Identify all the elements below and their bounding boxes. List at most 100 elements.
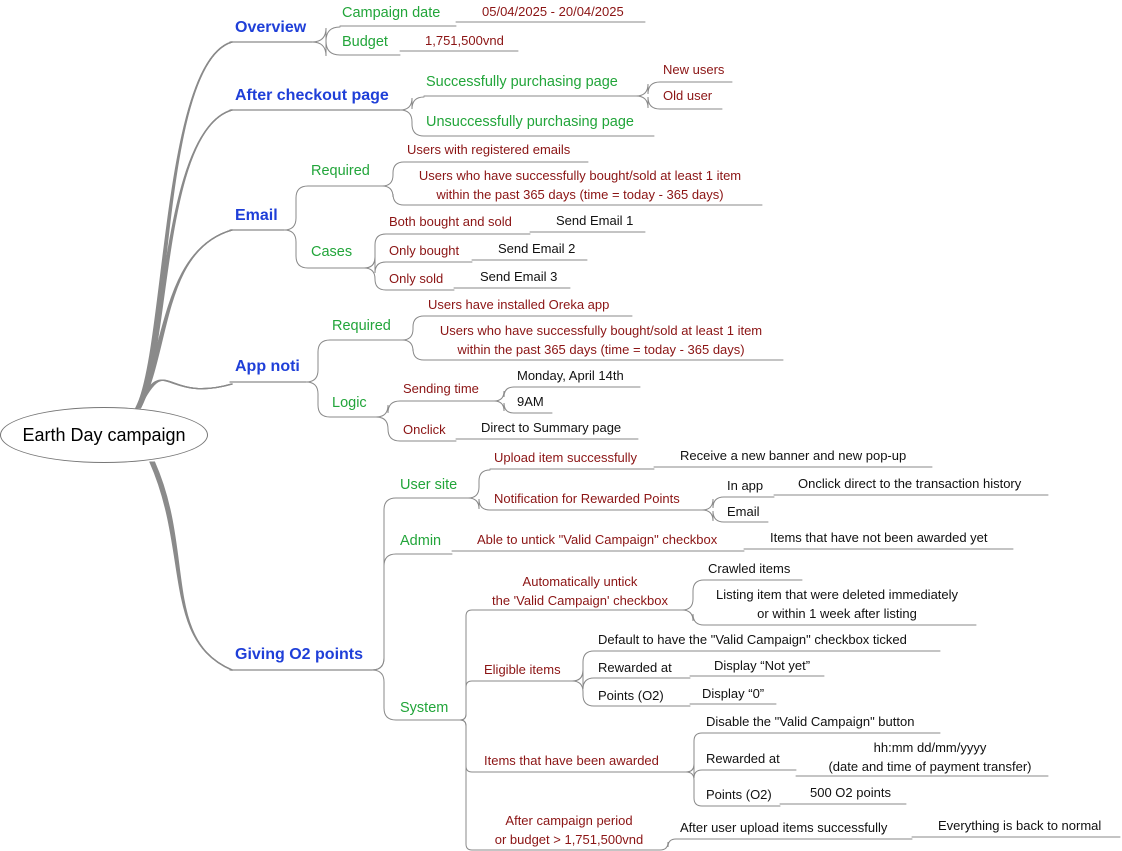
connector — [283, 185, 309, 231]
back-to-normal-node: Everything is back to normal — [938, 818, 1102, 833]
connector — [305, 339, 331, 383]
sending-time-node: Sending time — [403, 381, 479, 396]
email-req-registered: Users with registered emails — [407, 142, 571, 157]
connector — [681, 579, 705, 611]
connector — [571, 680, 595, 707]
connector — [381, 185, 405, 206]
send-email-2: Send Email 2 — [498, 241, 576, 256]
connector — [375, 400, 401, 418]
connector — [701, 496, 725, 511]
connector — [467, 497, 491, 511]
connector — [635, 95, 661, 110]
eligible-items-node: Eligible items — [484, 662, 561, 677]
connector — [363, 267, 387, 291]
budget-value: 1,751,500vnd — [425, 33, 504, 48]
connector — [681, 609, 705, 626]
trunk-line — [139, 229, 233, 409]
connector — [685, 771, 703, 807]
connector — [371, 553, 397, 671]
awarded-rewarded-at: Rewarded at — [706, 751, 780, 766]
send-email-3: Send Email 3 — [480, 269, 558, 284]
banner-node: Receive a new banner and new pop-up — [680, 448, 907, 463]
eligible-rewarded-at: Rewarded at — [598, 660, 672, 675]
success-page-node[interactable]: Successfully purchasing page — [426, 74, 618, 90]
connector — [375, 416, 401, 442]
notif-email-node: Email — [727, 504, 760, 519]
connector — [283, 229, 309, 269]
display-zero: Display “0” — [702, 686, 765, 701]
logic-node[interactable]: Logic — [332, 395, 367, 411]
unsuccess-page-node[interactable]: Unsuccessfully purchasing page — [426, 114, 634, 130]
connector — [305, 381, 331, 418]
campaign-date-value: 05/04/2025 - 20/04/2025 — [482, 4, 624, 19]
case-only-bought: Only bought — [389, 243, 460, 258]
campaign-date-node[interactable]: Campaign date — [342, 5, 441, 21]
crawled-items-node: Crawled items — [708, 561, 791, 576]
app-required-node[interactable]: Required — [332, 318, 391, 334]
email-required-node[interactable]: Required — [311, 163, 370, 179]
connector — [401, 339, 425, 361]
send-email-1: Send Email 1 — [556, 213, 634, 228]
case-only-sold: Only sold — [389, 271, 444, 286]
connector — [659, 838, 677, 851]
connector — [493, 386, 515, 402]
connector — [399, 96, 425, 111]
connector — [701, 509, 725, 523]
onclick-transaction-node: Onclick direct to the transaction histor… — [798, 476, 1022, 491]
connector — [467, 469, 491, 499]
connector — [311, 26, 341, 43]
connector — [363, 256, 387, 274]
trunk-line — [138, 229, 233, 409]
trunk-line — [135, 41, 233, 409]
connector — [571, 669, 595, 690]
disable-button-node: Disable the "Valid Campaign" button — [706, 714, 915, 729]
budget-node[interactable]: Budget — [342, 34, 388, 50]
connector — [459, 680, 473, 721]
connector — [371, 669, 397, 721]
display-not-yet: Display “Not yet” — [714, 658, 811, 673]
deleted-items-node: Listing item that were deleted immediate… — [715, 587, 959, 621]
branch-giving-o2[interactable]: Giving O2 points — [235, 646, 364, 663]
new-users-node: New users — [663, 62, 725, 77]
connector — [459, 719, 473, 851]
trunk-line — [137, 229, 233, 409]
send-time-value: 9AM — [517, 394, 544, 409]
connector — [401, 315, 425, 341]
after-upload-node: After user upload items successfully — [680, 820, 888, 835]
connector — [381, 161, 405, 187]
system-node[interactable]: System — [400, 700, 449, 716]
untick-node: Able to untick "Valid Campaign" checkbox — [477, 532, 718, 547]
email-cases-node[interactable]: Cases — [311, 244, 353, 260]
awarded-items-node: Items that have been awarded — [484, 753, 659, 768]
user-site-node[interactable]: User site — [400, 477, 458, 493]
default-ticked-node: Default to have the "Valid Campaign" che… — [598, 632, 907, 647]
eligible-points: Points (O2) — [598, 688, 664, 703]
in-app-node: In app — [727, 478, 764, 493]
connector — [635, 81, 661, 97]
onclick-node: Onclick — [403, 422, 446, 437]
connector — [311, 40, 341, 57]
branch-app-noti[interactable]: App noti — [235, 358, 300, 375]
admin-node[interactable]: Admin — [400, 533, 442, 549]
branch-after-checkout[interactable]: After checkout page — [235, 87, 389, 104]
email-req-bought-sold: Users who have successfully bought/sold … — [418, 168, 742, 202]
case-both: Both bought and sold — [389, 214, 512, 229]
old-user-node: Old user — [663, 88, 713, 103]
root-node[interactable]: Earth Day campaign — [0, 407, 208, 463]
notification-node: Notification for Rewarded Points — [494, 491, 680, 506]
branch-overview[interactable]: Overview — [235, 19, 307, 36]
app-req-bought-sold: Users who have successfully bought/sold … — [439, 323, 763, 357]
datetime-format-node: hh:mm dd/mm/yyyy(date and time of paymen… — [828, 740, 1032, 774]
awarded-points: Points (O2) — [706, 787, 772, 802]
trunk-line — [138, 379, 233, 409]
not-awarded-node: Items that have not been awarded yet — [770, 530, 988, 545]
connector — [685, 763, 703, 779]
branch-email[interactable]: Email — [235, 207, 278, 224]
upload-success-node: Upload item successfully — [494, 450, 638, 465]
connector — [399, 109, 425, 137]
direct-summary-node: Direct to Summary page — [481, 420, 622, 435]
